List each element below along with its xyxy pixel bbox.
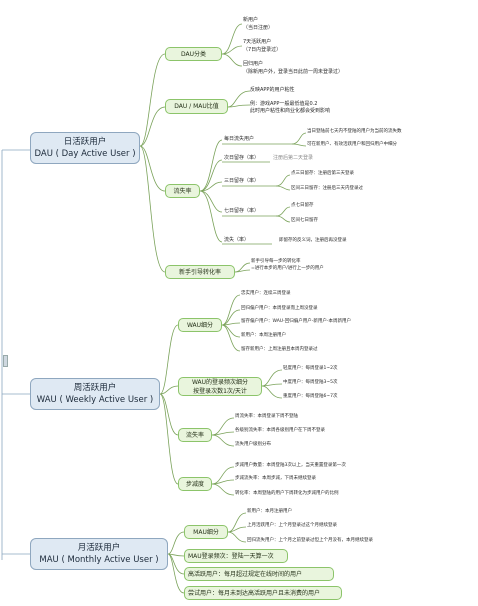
mau-split-node[interactable]: MAU细分	[184, 525, 228, 539]
high-active-user-node[interactable]: 高活跃用户：每月超过规定在线时间的用户	[184, 567, 334, 581]
wau-decline-node[interactable]: 步减度	[178, 477, 212, 491]
ratio-item: 此时用户粘性和商业化都会受到影响	[250, 108, 331, 114]
dau-split-item: 回归用户	[243, 61, 264, 67]
wau-churn-item: 流失用户级别分布	[235, 442, 271, 447]
wau-churn-item: 周流失率：本周登录下周不登陆	[235, 414, 298, 419]
lost-rate-label: 流失（率）	[224, 237, 250, 243]
wau-split-item: 新用户：本周注册用户	[241, 333, 286, 338]
mau-frequency-node[interactable]: MAU登录频次：登陆一天算一次	[184, 549, 288, 563]
mau-split-item: 回归流失用户：上个月之前登录过但上个月没有，本月继续登录	[247, 538, 373, 543]
wau-subtitle: WAU ( Weekly Active User )	[36, 395, 154, 405]
onboarding-conversion-node[interactable]: 新手引导转化率	[165, 265, 235, 279]
wau-freq-item: 中度用户：每周登陆3~5次	[283, 380, 338, 385]
mau-root-node[interactable]: 月活跃用户 MAU ( Monthly Active User )	[30, 538, 168, 570]
wau-decline-item: 转化率：本周登陆的用户下周转化为步减用户的比例	[235, 491, 339, 496]
day7-note: 点七日留存	[291, 203, 314, 208]
dau-title: 日活跃用户	[63, 137, 107, 147]
daily-churn-note: 可在新用户、有效活跃用户和回归用户中细分	[307, 142, 397, 147]
day3-retention-label: 三日留存（率）	[224, 178, 260, 184]
wau-split-item: 留存新用户：上周注册且本周内登录过	[241, 347, 318, 352]
day3-note: 点三日留存：注册后第三天登录	[291, 171, 354, 176]
day3-note: 区间三日留存：注册后三天内登录过	[291, 186, 363, 191]
dau-churn-node[interactable]: 流失率	[165, 184, 200, 198]
wau-split-item: 留存偏户用户：WAU-回归偏户用户-新用户-本周新用户	[241, 319, 351, 324]
dau-mau-ratio-node[interactable]: DAU / MAU比值	[165, 99, 228, 114]
guide-item: =进行本步的用户/进行上一步的用户	[251, 266, 324, 271]
wau-churn-item: 各级别流失率：本周各级别用户在下周不登录	[235, 428, 325, 433]
wau-root-node[interactable]: 周活跃用户 WAU ( Weekly Active User )	[30, 378, 160, 410]
wau-split-item: 回归偏户用户：本周登录而上周没登录	[241, 306, 318, 311]
wau-freq-item: 轻度用户：每周登录1~2次	[283, 366, 338, 371]
wau-frequency-node[interactable]: WAU的登录频次细分 按登录次数1次/天计	[178, 377, 262, 396]
dau-split-node[interactable]: DAU分类	[165, 47, 222, 61]
mau-subtitle: MAU ( Monthly Active User )	[39, 555, 159, 565]
dau-split-item: （除新用户外，登录当日此前一周未登录过）	[243, 69, 344, 75]
next-day-retention-label: 次日留存（率）	[224, 155, 260, 161]
dau-split-item: 新用户	[243, 17, 259, 23]
collapse-marker[interactable]	[3, 355, 8, 367]
mau-split-item: 上月活跃用户：上个月登录过这个月继续登录	[247, 523, 337, 528]
daily-churn-label: 每日流失用户	[224, 136, 255, 142]
wau-freq-item: 重度用户：每周登陆6~7次	[283, 394, 338, 399]
guide-item: 新手引导每一步的转化率	[251, 259, 301, 264]
wau-split-item: 忠实用户：连续三周登录	[241, 291, 291, 296]
ratio-item: 反映APP的用户粘性	[250, 87, 295, 93]
lost-rate-note: 即留存的反义词，注册后再没登录	[279, 238, 347, 243]
wau-title: 周活跃用户	[73, 383, 117, 393]
dau-split-item: （当日注册）	[243, 25, 274, 31]
dau-split-item: 7天活跃用户	[243, 39, 272, 45]
wau-churn-node[interactable]: 流失率	[178, 428, 212, 442]
dau-root-node[interactable]: 日活跃用户 DAU ( Day Active User )	[30, 132, 140, 164]
next-day-retention-note: 注册后第二天登录	[273, 155, 314, 161]
wau-split-node[interactable]: WAU细分	[178, 318, 222, 332]
dau-split-item: （7日内登录过）	[243, 47, 282, 53]
mau-title: 月活跃用户	[77, 543, 121, 553]
dau-subtitle: DAU ( Day Active User )	[34, 149, 136, 159]
day7-note: 区间七日留存	[291, 218, 318, 223]
wau-decline-item: 步减用户数量：本周登陆3次以上，当天重置登录第一次	[235, 463, 346, 468]
ratio-item: 例：游戏APP一般最低值是0.2	[250, 101, 318, 107]
trial-user-node[interactable]: 尝试用户：每月未到达高活跃用户且未消费的用户	[184, 586, 342, 600]
mau-split-item: 新用户：本月注册用户	[247, 509, 292, 514]
day7-retention-label: 七日留存（率）	[224, 208, 260, 214]
wau-decline-item: 步减流失率：本周步减，下周未继续登录	[235, 476, 316, 481]
daily-churn-note: 当日登陆前七天内不登陆的用户为当前的流失数	[307, 129, 402, 134]
